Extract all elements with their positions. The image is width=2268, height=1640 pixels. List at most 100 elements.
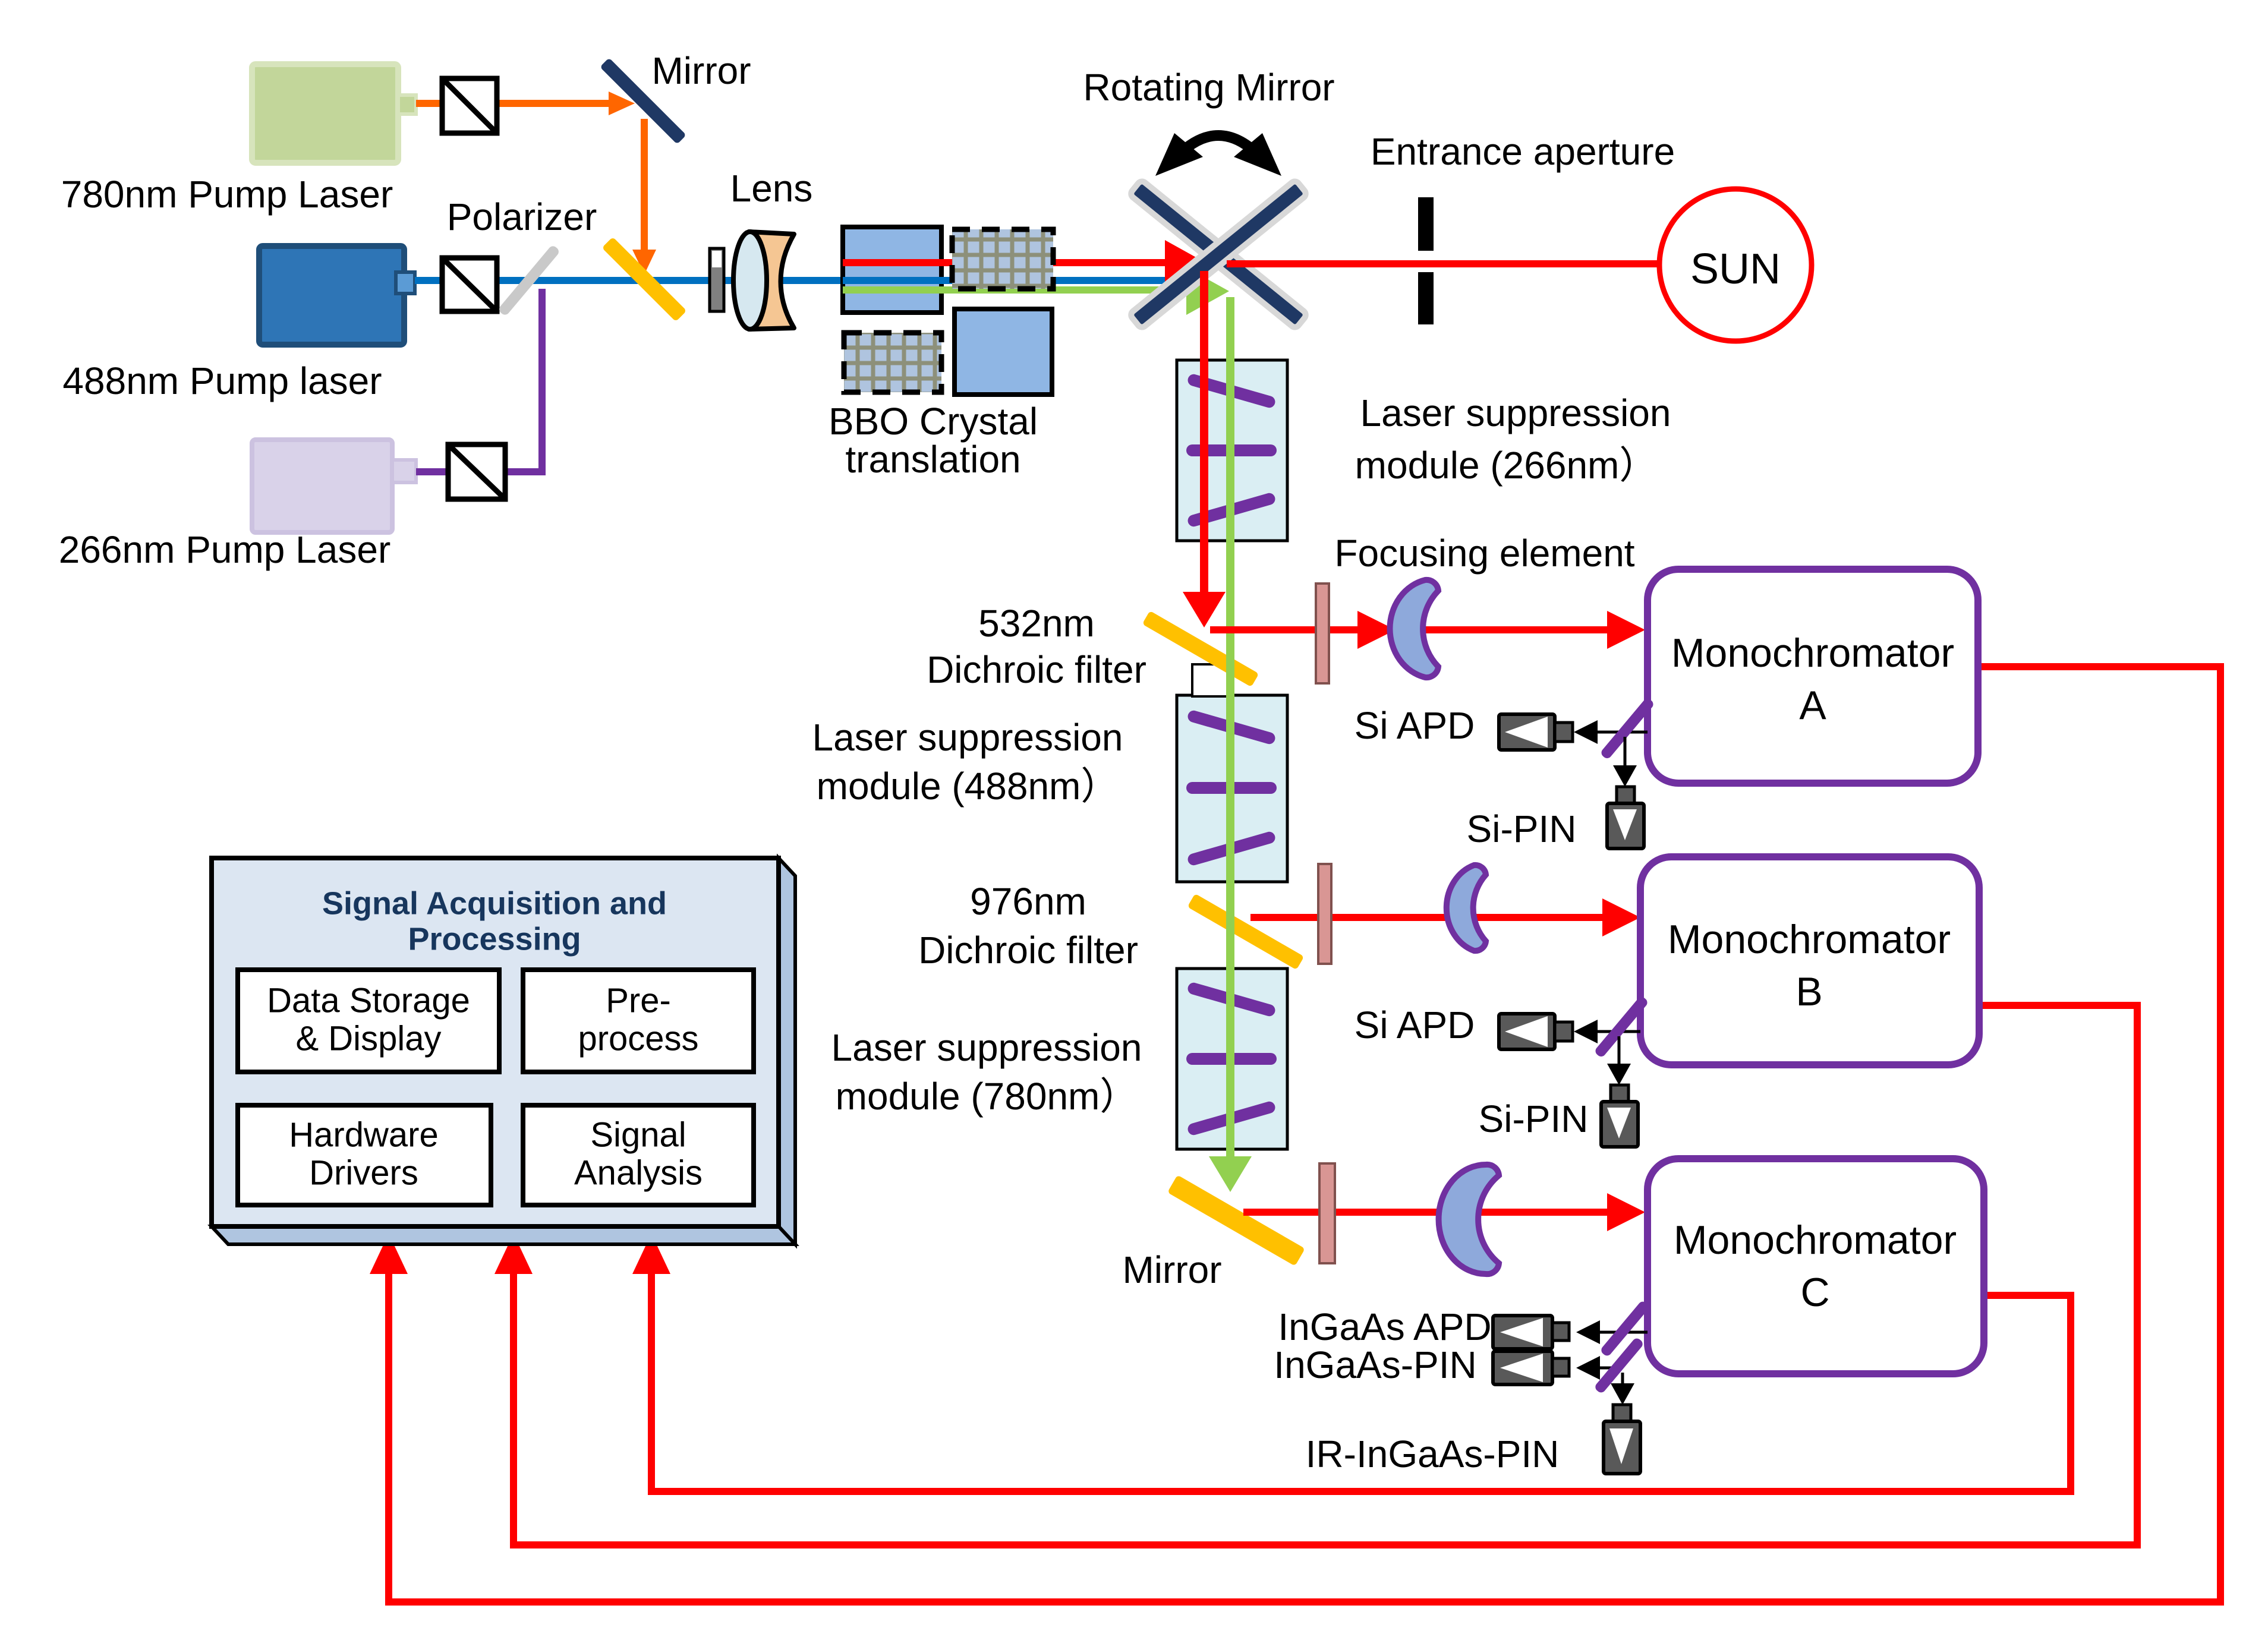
polarizer-cube-266 (445, 441, 508, 502)
lens-assembly: Lens (708, 167, 813, 332)
sun-circle (1656, 186, 1815, 344)
aperture-bar-bottom (1418, 272, 1434, 324)
laser-266-label: 266nm Pump Laser (59, 528, 391, 571)
monochromator-c-label: Monochromator (1674, 1218, 1957, 1263)
entrance-aperture: Entrance aperture SUN (1227, 130, 1815, 344)
signal-analysis-label-line1: Signal (590, 1115, 686, 1154)
laser-488-nozzle (394, 270, 417, 295)
cube-266-diagonal (446, 442, 508, 502)
pickoff-splitter-c2 (1595, 1338, 1643, 1393)
signal-box-side-right (777, 853, 797, 1249)
preprocess-box (521, 967, 756, 1074)
feedback-arrowhead-a (370, 1234, 408, 1274)
detector-arrowhead-c1-left (1576, 1320, 1600, 1344)
lsm780-label-line2: module (780nm） (836, 1075, 1138, 1118)
lsm266-label-line2: module (266nm） (1355, 444, 1658, 487)
laser-suppression-module-780: Laser suppression module (780nm） (831, 967, 1289, 1151)
pump-laser-266: 266nm Pump Laser (59, 437, 418, 571)
si-pin-b-label: Si-PIN (1479, 1097, 1589, 1140)
laser-488-body (256, 243, 407, 348)
bbo-crystal-grid-2 (841, 330, 944, 395)
lsm488-label-line2: module (488nm） (817, 765, 1119, 808)
entrance-aperture-label: Entrance aperture (1371, 130, 1675, 173)
bbo-label-line1: BBO Crystal (829, 400, 1038, 443)
detector-arrowhead-b-down (1607, 1064, 1631, 1085)
data-storage-label-line1: Data Storage (267, 981, 470, 1020)
signal-box-title-line2: Processing (408, 921, 581, 957)
feedback-arrowhead-c (632, 1234, 670, 1274)
laser-488-label: 488nm Pump laser (62, 359, 382, 402)
detector-arrowhead-c-down (1611, 1383, 1634, 1405)
monochromator-a-letter: A (1799, 683, 1826, 728)
lsm488-label-line1: Laser suppression (812, 716, 1123, 759)
sun-label: SUN (1690, 245, 1781, 293)
detection-row-a: Focusing element Monochromator A Si APD … (1210, 532, 1982, 850)
ingaas-apd-lens (1500, 1318, 1543, 1346)
rotation-arc-head-right (1234, 133, 1281, 176)
ingaas-pin-lens (1500, 1354, 1543, 1382)
dichroic-976 (1188, 894, 1303, 969)
laser-suppression-module-488: Laser suppression module (488nm） (812, 693, 1289, 884)
si-pin-b-lens (1607, 1108, 1631, 1138)
ingaas-pin-connector (1551, 1357, 1571, 1378)
rotation-arc-head-left (1155, 133, 1203, 176)
ir-ingaas-pin-lens (1609, 1428, 1633, 1464)
signal-analysis-label-line2: Analysis (574, 1153, 703, 1192)
focusing-lens-a (1387, 576, 1442, 681)
dichroic-976-label-line2: Dichroic filter (918, 929, 1138, 972)
rotating-mirror: Rotating Mirror (1083, 66, 1335, 330)
data-storage-box (235, 967, 502, 1074)
mirror-bottom (1168, 1176, 1304, 1265)
orange-arrowhead-down (632, 250, 656, 275)
feedback-line-mono-a (385, 663, 2224, 1606)
feedback-lines (370, 663, 2224, 1606)
monochromator-b-box (1637, 853, 1983, 1068)
hardware-label-line1: Hardware (289, 1115, 438, 1154)
si-apd-b-connector (1553, 1020, 1574, 1043)
preprocess-label-line1: Pre- (606, 981, 671, 1020)
detector-arrowhead-b-left (1574, 1020, 1598, 1043)
dichroic-532-label-line1: 532nm (978, 602, 1095, 645)
detection-row-c: Monochromator C InGaAs APD InGaAs-PIN IR… (1243, 1155, 1987, 1475)
pump-laser-780: 780nm Pump Laser (61, 61, 418, 216)
feedback-line-mono-c (648, 1272, 2074, 1495)
ingaas-apd-connector (1551, 1321, 1571, 1342)
signal-box-title-line1: Signal Acquisition and (322, 885, 667, 921)
red-arrowhead-down (1183, 592, 1226, 627)
polarizer-label: Polarizer (447, 195, 597, 238)
laser-780-label: 780nm Pump Laser (61, 173, 393, 216)
pump-laser-488: 488nm Pump laser (62, 243, 417, 402)
feedback-arrowhead-b (494, 1234, 533, 1274)
feedback-line-mono-b (510, 1002, 2141, 1548)
monochromator-a-box (1644, 566, 1982, 787)
focusing-lens-b (1443, 862, 1489, 954)
red-arrowhead-row-a-mid (1357, 611, 1396, 649)
si-apd-a-connector (1553, 721, 1574, 743)
pink-filter-c (1318, 1162, 1336, 1264)
detection-row-b: Monochromator B Si APD Si-PIN (1250, 853, 1983, 1149)
pink-filter-a (1315, 582, 1330, 685)
bbo-crystal-translation: BBO Crystal translation (829, 225, 1187, 481)
rotating-mirror-label: Rotating Mirror (1083, 66, 1334, 109)
mirror-top-label: Mirror (651, 49, 751, 92)
pickoff-splitter-b (1595, 996, 1648, 1057)
si-apd-b-lens (1505, 1016, 1548, 1047)
si-apd-b-label: Si APD (1354, 1004, 1475, 1046)
signal-analysis-box (521, 1103, 756, 1207)
red-arrowhead-into-mono-c (1607, 1193, 1645, 1231)
lens-aperture-plate-highlight (712, 251, 722, 267)
mirror-bottom-label: Mirror (1122, 1248, 1221, 1291)
ir-ingaas-pin-connector (1611, 1403, 1633, 1423)
laser-780-nozzle (396, 93, 418, 116)
ingaas-pin-label: InGaAs-PIN (1274, 1343, 1476, 1386)
lens-label: Lens (730, 167, 813, 210)
cube-488-diagonal (440, 256, 499, 314)
si-apd-a-lens (1505, 717, 1548, 748)
detector-arrowhead-a-down (1613, 765, 1637, 787)
laser-780-body (249, 61, 401, 166)
detector-arrowhead-c2-left (1576, 1356, 1600, 1380)
rotating-mirror-blade-2 (1128, 178, 1309, 330)
red-arrowhead-into-mono-b (1602, 898, 1640, 936)
focusing-element-label: Focusing element (1334, 532, 1634, 575)
green-arrowhead-down (1209, 1156, 1252, 1192)
